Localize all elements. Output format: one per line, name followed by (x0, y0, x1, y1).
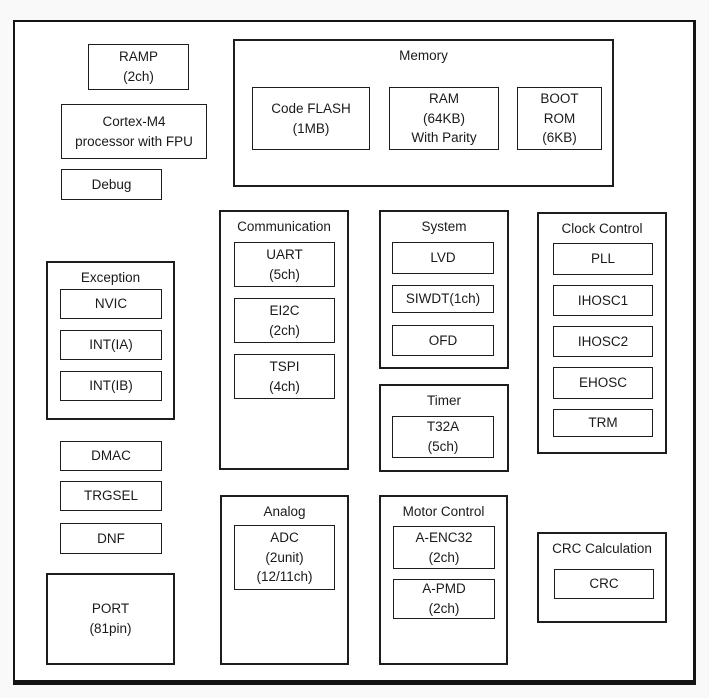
block-boot-rom-label: BOOT ROM (6KB) (540, 91, 579, 146)
group-system: System LVD SIWDT(1ch) OFD (379, 210, 509, 369)
block-ihosc1-label: IHOSC1 (577, 292, 629, 308)
block-tspi-label: TSPI (4ch) (269, 358, 300, 394)
group-crc-calculation-title: CRC Calculation (552, 541, 652, 556)
block-ram: RAM (64KB) With Parity (389, 87, 499, 150)
block-ehosc-label: EHOSC (578, 375, 627, 391)
block-code-flash-label: Code FLASH (1MB) (271, 100, 351, 136)
block-dnf-label: DNF (97, 530, 125, 546)
group-timer: Timer T32A (5ch) (379, 384, 509, 472)
block-port: PORT (81pin) (46, 573, 175, 665)
block-ehosc: EHOSC (553, 367, 653, 399)
group-motor-control: Motor Control A-ENC32 (2ch) A-PMD (2ch) (379, 495, 508, 665)
block-a-pmd: A-PMD (2ch) (393, 579, 495, 619)
group-system-title: System (421, 219, 467, 234)
block-a-pmd-label: A-PMD (2ch) (422, 581, 466, 616)
block-ei2c-label: EI2C (2ch) (269, 302, 300, 338)
block-ramp-label: RAMP (2ch) (118, 49, 158, 84)
block-ihosc2: IHOSC2 (553, 326, 653, 357)
group-clock-control-title: Clock Control (561, 221, 643, 236)
block-boot-rom: BOOT ROM (6KB) (517, 87, 602, 150)
group-communication-title: Communication (237, 219, 331, 234)
block-port-label: PORT (81pin) (89, 601, 132, 636)
block-int-ib: INT(IB) (60, 371, 162, 401)
block-trgsel: TRGSEL (60, 481, 162, 511)
block-a-enc32: A-ENC32 (2ch) (393, 526, 495, 569)
block-trm-label: TRM (588, 415, 618, 431)
group-exception: Exception NVIC INT(IA) INT(IB) (46, 261, 175, 420)
block-debug-label: Debug (91, 176, 132, 192)
block-uart-label: UART (5ch) (266, 246, 303, 282)
block-int-ia-label: INT(IA) (89, 337, 133, 353)
block-pll: PLL (553, 243, 653, 275)
block-ei2c: EI2C (2ch) (234, 298, 335, 343)
block-ram-label: RAM (64KB) With Parity (411, 91, 477, 146)
group-memory-title: Memory (399, 48, 448, 63)
group-exception-title: Exception (80, 270, 141, 285)
block-nvic: NVIC (60, 289, 162, 319)
chip-outline: RAMP (2ch) Cortex-M4 processor with FPU … (13, 20, 696, 685)
block-ihosc2-label: IHOSC2 (577, 333, 629, 349)
block-int-ib-label: INT(IB) (89, 378, 133, 394)
block-lvd: LVD (392, 242, 494, 274)
block-siwdt: SIWDT(1ch) (392, 285, 494, 313)
block-uart: UART (5ch) (234, 242, 335, 287)
block-dmac-label: DMAC (91, 448, 131, 464)
block-dmac: DMAC (60, 441, 162, 471)
group-motor-control-title: Motor Control (402, 504, 485, 519)
block-crc: CRC (554, 569, 654, 599)
block-code-flash: Code FLASH (1MB) (252, 87, 370, 150)
group-timer-title: Timer (427, 393, 461, 408)
block-nvic-label: NVIC (94, 296, 128, 312)
block-adc: ADC (2unit) (12/11ch) (234, 525, 335, 590)
group-clock-control: Clock Control PLL IHOSC1 IHOSC2 EHOSC TR… (537, 212, 667, 454)
block-ofd: OFD (392, 325, 494, 356)
block-ramp: RAMP (2ch) (88, 44, 189, 90)
block-t32a: T32A (5ch) (392, 416, 494, 458)
group-analog-title: Analog (263, 504, 306, 519)
group-crc-calculation: CRC Calculation CRC (537, 532, 667, 623)
block-trgsel-label: TRGSEL (83, 488, 138, 504)
group-analog: Analog ADC (2unit) (12/11ch) (220, 495, 349, 665)
block-ofd-label: OFD (428, 332, 458, 348)
block-siwdt-label: SIWDT(1ch) (405, 291, 481, 307)
block-adc-label: ADC (2unit) (12/11ch) (256, 530, 313, 585)
block-cortex-m4-label: Cortex-M4 processor with FPU (75, 113, 193, 149)
block-lvd-label: LVD (430, 250, 456, 266)
block-t32a-label: T32A (5ch) (426, 419, 460, 454)
group-memory: Memory Code FLASH (1MB) RAM (64KB) With … (233, 39, 614, 187)
block-a-enc32-label: A-ENC32 (2ch) (415, 529, 473, 565)
block-pll-label: PLL (590, 251, 616, 267)
block-tspi: TSPI (4ch) (234, 354, 335, 399)
block-ihosc1: IHOSC1 (553, 285, 653, 316)
block-crc-label: CRC (589, 576, 619, 592)
block-cortex-m4: Cortex-M4 processor with FPU (61, 104, 207, 159)
block-int-ia: INT(IA) (60, 330, 162, 360)
block-dnf: DNF (60, 523, 162, 554)
group-communication: Communication UART (5ch) EI2C (2ch) TSPI… (219, 210, 349, 470)
block-debug: Debug (61, 169, 162, 200)
block-trm: TRM (553, 409, 653, 437)
